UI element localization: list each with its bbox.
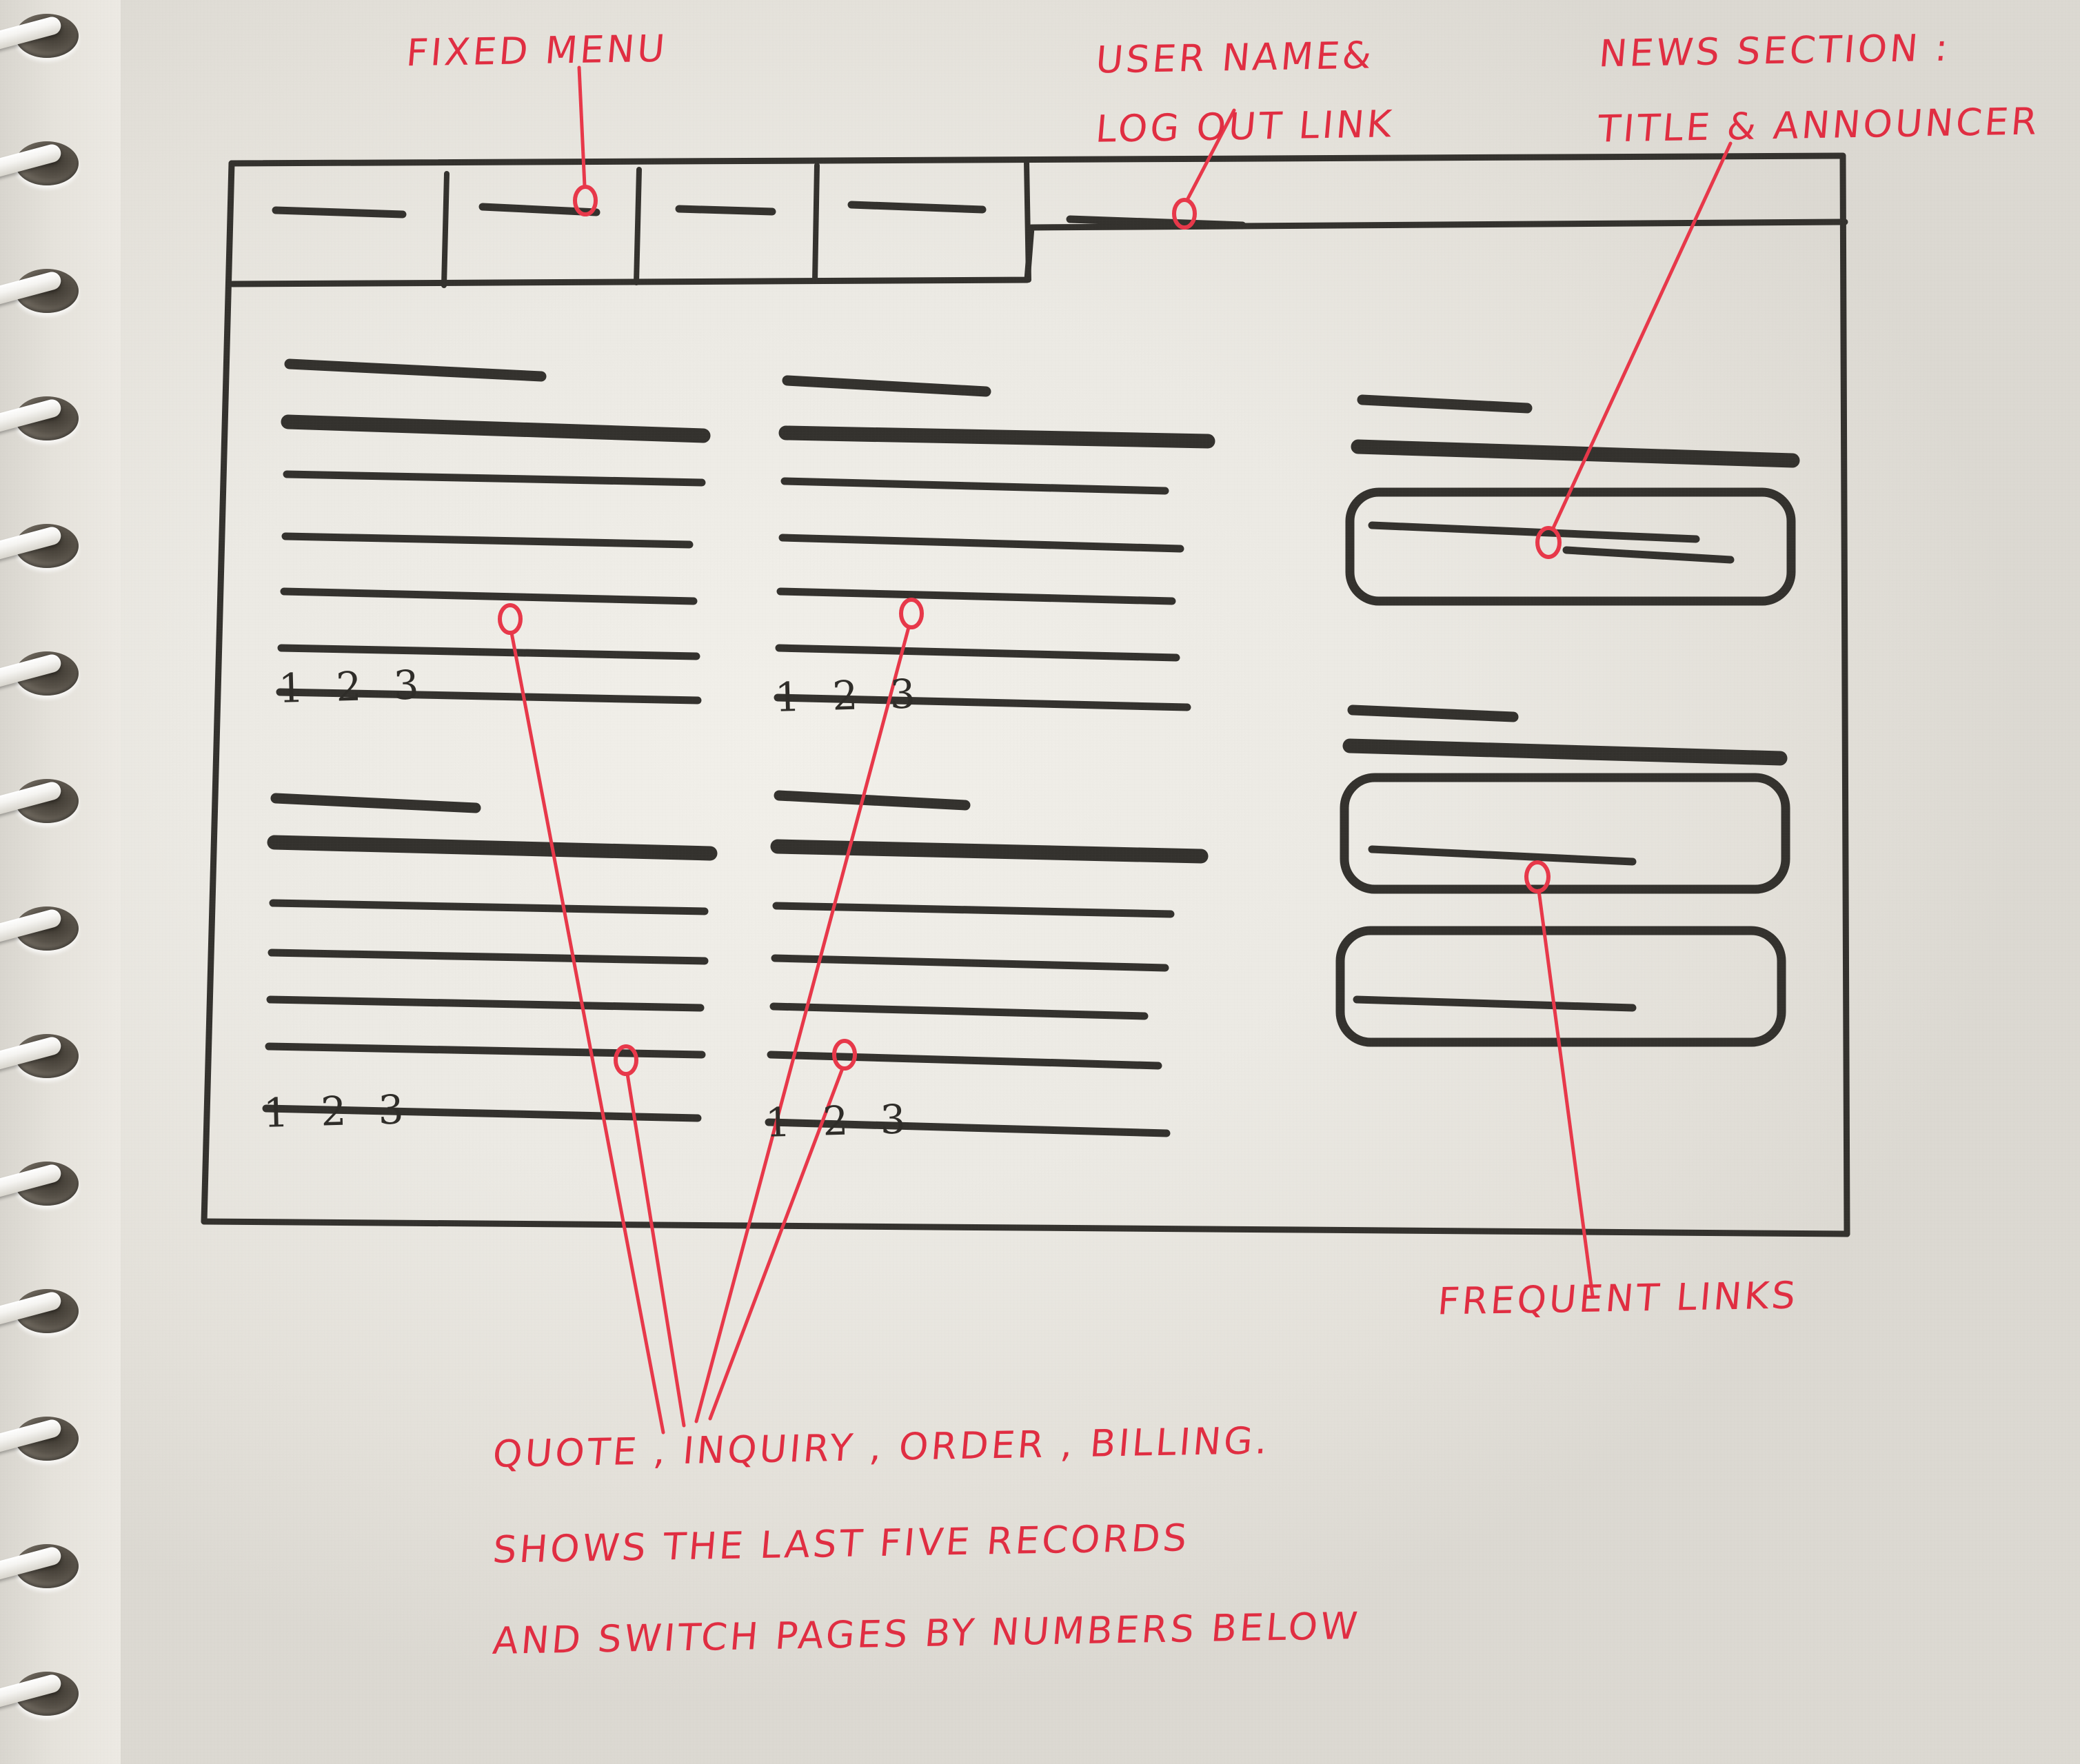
panel-billing-row-3 — [769, 1002, 1149, 1020]
news-card-1-title-line — [1368, 521, 1700, 543]
panel-billing-row-5 — [765, 1118, 1171, 1137]
panel-billing-title — [774, 790, 971, 811]
frequent-link-card-1-line — [1368, 845, 1637, 866]
tab-divider-3 — [812, 163, 820, 284]
annotation-leaders — [498, 65, 1733, 1434]
leader-user-name — [1185, 108, 1236, 202]
leader-billing — [708, 1066, 845, 1421]
panel-order-row-1 — [269, 899, 709, 915]
news-section-rule — [1351, 439, 1800, 468]
annotation-news-line2: TITLE & ANNOUNCER — [1595, 99, 2042, 151]
panel-order-row-2 — [267, 949, 709, 965]
panel-order-row-5 — [262, 1104, 702, 1122]
pagination-billing[interactable]: 1 2 3 — [765, 1095, 916, 1146]
frequent-link-card-1 — [1340, 773, 1790, 894]
panel-order-row-3 — [266, 995, 705, 1012]
annotation-fixed-menu: FIXED MENU — [404, 26, 669, 75]
panel-quote-row-3 — [280, 587, 698, 605]
panel-inquiry-row-2 — [778, 534, 1184, 553]
panel-inquiry — [774, 375, 1215, 711]
panel-inquiry-row-4 — [775, 644, 1180, 662]
tab-3-label-line — [675, 205, 776, 216]
leader-dot-inquiry — [899, 598, 924, 629]
panel-order-header-rule — [267, 835, 718, 861]
panel-quote-row-2 — [281, 532, 694, 549]
pagination-quote[interactable]: 1 2 3 — [278, 661, 430, 712]
frequent-links-title — [1347, 704, 1519, 722]
tab-label-placeholders[interactable] — [272, 201, 1246, 230]
fixed-menu-bar — [229, 159, 1848, 288]
panel-billing-row-4 — [767, 1051, 1162, 1070]
panel-inquiry-row-1 — [780, 477, 1169, 495]
tab-divider-4 — [1024, 159, 1031, 283]
leader-frequent-links — [1537, 889, 1595, 1298]
pagination-order[interactable]: 1 2 3 — [263, 1086, 414, 1137]
tab-divider-1 — [441, 171, 450, 288]
leader-inquiry — [694, 625, 911, 1423]
frequent-link-card-2-line — [1353, 995, 1637, 1012]
tab-1-label-line — [272, 206, 407, 219]
panel-billing — [765, 790, 1209, 1137]
leader-dot-order — [614, 1044, 638, 1076]
panel-inquiry-row-3 — [776, 587, 1176, 605]
panel-quote-header-rule — [281, 414, 711, 443]
frequent-link-card-2 — [1335, 926, 1786, 1047]
pagination-inquiry[interactable]: 1 2 3 — [774, 670, 926, 721]
panel-quote-title — [284, 358, 547, 382]
leader-news-section — [1551, 141, 1733, 531]
leader-dot-user-name — [1172, 198, 1197, 230]
panel-quote — [276, 358, 711, 704]
tab-divider-2 — [634, 167, 642, 285]
leader-dot-frequent-links — [1524, 860, 1551, 893]
news-section — [1345, 394, 1800, 606]
annotation-user-name-line1: USER NAME& — [1093, 33, 1376, 82]
frequent-links-rule — [1342, 738, 1788, 766]
annotation-frequent-links: FREQUENT LINKS — [1435, 1273, 1800, 1324]
leader-dot-fixed-menu — [573, 185, 598, 216]
panel-order-row-4 — [265, 1042, 706, 1059]
leader-fixed-menu — [577, 65, 587, 188]
panel-inquiry-title — [782, 375, 991, 397]
annotation-user-name-line2: LOG OUT LINK — [1093, 102, 1396, 151]
leader-quote — [509, 631, 665, 1434]
panel-inquiry-header-rule — [778, 425, 1215, 449]
panel-quote-row-5 — [276, 688, 702, 704]
spiral-binding — [0, 0, 121, 1764]
panel-quote-row-1 — [283, 470, 706, 487]
leader-dot-billing — [832, 1039, 857, 1071]
tab-4-label-line — [847, 201, 987, 214]
panel-billing-row-2 — [771, 954, 1169, 972]
panel-order — [262, 793, 718, 1122]
frequent-links-section — [1335, 704, 1790, 1047]
leader-order — [625, 1072, 686, 1428]
leader-dot-news-section — [1535, 526, 1562, 559]
leader-dot-quote — [498, 603, 523, 635]
panel-inquiry-row-5 — [774, 693, 1191, 711]
panel-billing-row-1 — [772, 902, 1175, 918]
news-section-title — [1357, 394, 1533, 414]
panel-billing-header-rule — [770, 839, 1209, 864]
news-card-1-announcer-line — [1562, 546, 1735, 564]
wireframe-frame — [201, 152, 1850, 1237]
panel-quote-row-4 — [277, 644, 700, 660]
tab-5-label-line — [1066, 215, 1246, 230]
annotation-news-line1: NEWS SECTION : — [1597, 26, 1952, 76]
panel-order-title — [270, 793, 481, 813]
